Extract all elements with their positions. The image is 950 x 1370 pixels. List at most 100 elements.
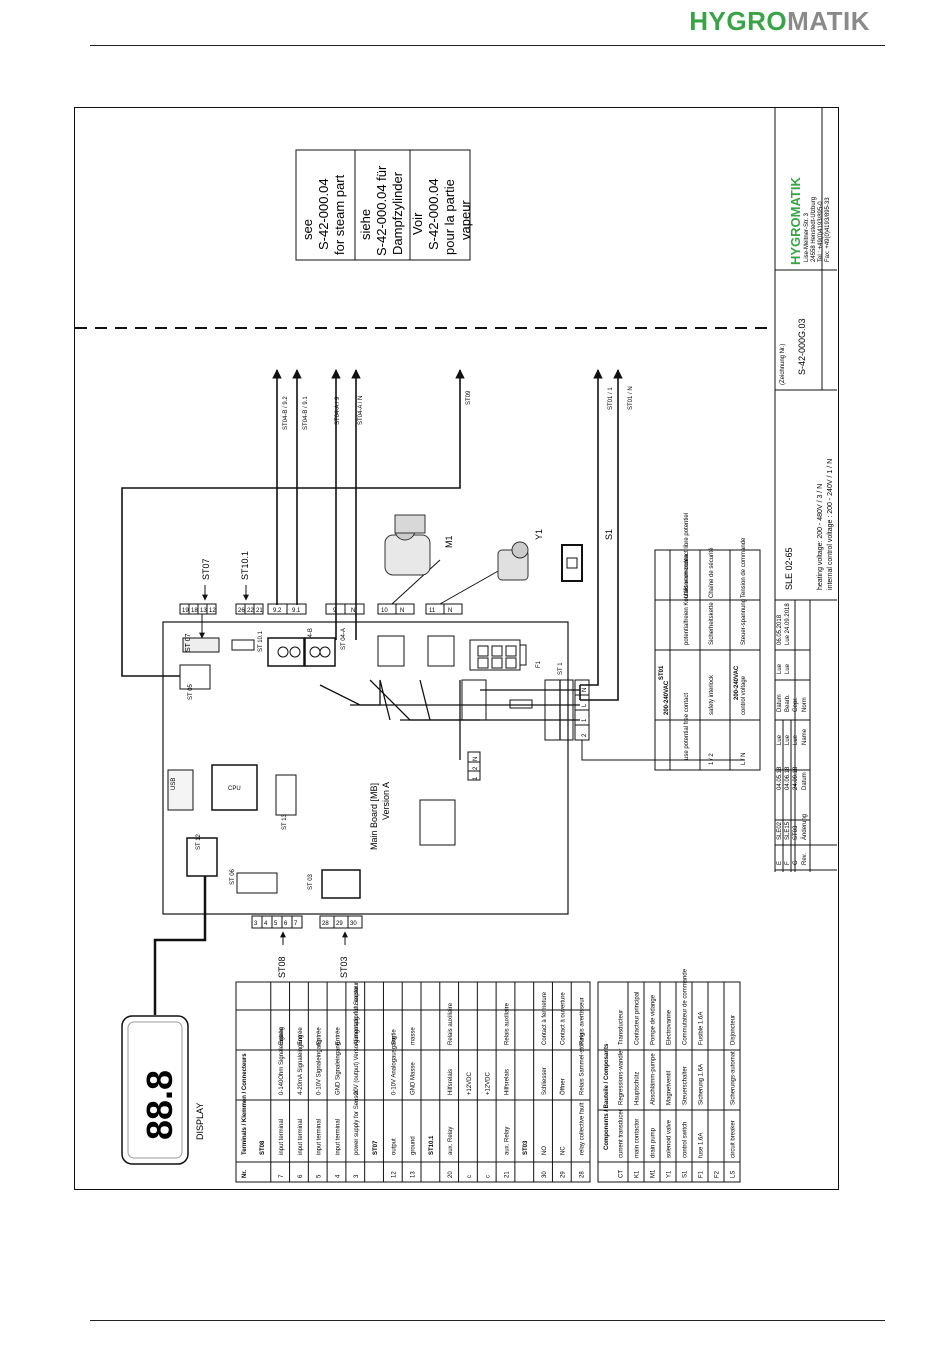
component-fr: Commutateur de commande	[682, 968, 688, 1045]
y1-label: Y1	[534, 529, 544, 540]
terminal-nr: 28	[579, 1171, 585, 1178]
component-en: drain pump	[650, 1127, 656, 1158]
terminal-nr: 3	[354, 1174, 360, 1178]
terminal-de: 0-10V Analogausgang	[392, 1036, 398, 1095]
terminal-de: Hilfsrelais	[448, 1069, 454, 1095]
svg-text:ST 07: ST 07	[185, 633, 192, 652]
terminal-de: +12VDC	[486, 1071, 492, 1095]
wire-bundle	[121, 369, 623, 701]
terminal-fr: masse	[410, 1027, 416, 1045]
component-fr: Pompe de vidange	[650, 994, 656, 1045]
svg-text:use potential free contact: use potential free contact	[684, 693, 690, 760]
terminal-nr: 30	[542, 1171, 548, 1178]
terminals-table-title: Terminals / Klemmen / Connecteurs	[242, 1053, 248, 1155]
st01-terminal: 2 1 L N ST 1	[544, 662, 745, 761]
logo-hygro: HYGRO	[689, 6, 788, 36]
svg-text:L: L	[582, 703, 588, 707]
svg-text:6: 6	[284, 921, 288, 927]
svg-text:10: 10	[381, 608, 388, 614]
terminal-en: input terminal	[298, 1119, 304, 1155]
tb-company: HYGROMATIK	[788, 177, 803, 265]
st13-header	[275, 774, 297, 816]
terminal-fr: Alimentation du capteur	[354, 982, 360, 1045]
svg-text:1: 1	[582, 718, 588, 722]
fuse-f1-label: F1	[536, 660, 542, 668]
terminal-en: relay collective fault	[579, 1102, 585, 1155]
component-de: Hauptschütz	[634, 1072, 640, 1105]
m1-label: M1	[444, 535, 454, 548]
footer-rule	[90, 1320, 885, 1321]
svg-text:Steuer-spannung: Steuer-spannung	[741, 599, 747, 645]
component-nr: LS	[730, 1171, 736, 1178]
svg-text:9.2: 9.2	[273, 608, 282, 614]
terminal-en: ST03	[523, 1140, 529, 1155]
terminal-en: ST07	[373, 1140, 379, 1155]
svg-text:7: 7	[294, 921, 298, 927]
header-rule	[90, 45, 885, 46]
svg-text:5: 5	[274, 921, 278, 927]
tb-heating-voltage: heating voltage: 200 - 480V / 3 / N	[817, 484, 824, 590]
terminal-en: input terminal	[335, 1119, 341, 1155]
svg-text:Lue: Lue	[777, 734, 783, 745]
terminal-nr: 5	[317, 1174, 323, 1178]
terminal-fr: Relais auxiliaire	[448, 1002, 454, 1045]
wire-st04a-n: ST04-A / N	[358, 396, 364, 425]
wire-st04b-91: ST04-B / 9.1	[303, 396, 309, 430]
component-nr: M1	[650, 1169, 656, 1178]
svg-text:potentialfreien Kontakt verwen: potentialfreien Kontakt verwenden	[684, 554, 690, 645]
st05-connector	[179, 664, 211, 690]
terminal-de: Schliesser	[542, 1067, 548, 1095]
terminal-en: input terminal	[279, 1119, 285, 1155]
see-note-text: see S-42-000.04 for steam part siehe S-4…	[300, 165, 473, 256]
terminal-de: Hilfsrelais	[504, 1069, 510, 1095]
terminal-en: aux. Relay	[448, 1127, 454, 1155]
components-table-title: Components / Bauteile / Composants	[604, 1043, 610, 1150]
svg-text:200-240VAC: 200-240VAC	[734, 665, 740, 700]
st07-connector: 19 18 13 12 ST 07	[179, 603, 220, 653]
svg-text:Utiliser un contact libre pote: Utiliser un contact libre potentiel	[684, 513, 690, 598]
tb-drawing-no: S-42-000G.03	[797, 318, 807, 375]
svg-text:Lue 24.09.2018: Lue 24.09.2018	[785, 603, 791, 645]
svg-text:Lue: Lue	[793, 734, 799, 745]
terminal-de: 0-140Ohm Signaleingang	[279, 1027, 285, 1095]
terminal-de: Öffner	[560, 1078, 567, 1095]
terminal-en: ST08	[260, 1140, 266, 1155]
svg-text:see: see	[300, 219, 315, 240]
terminal-de: GND Masse	[410, 1062, 416, 1095]
terminal-de: Relais Sammel-störung	[579, 1033, 585, 1095]
terminal-de: 20V (output) Versorgungsspg. für Sensor	[354, 986, 360, 1095]
svg-text:N: N	[448, 608, 452, 614]
svg-text:Voir: Voir	[410, 212, 425, 235]
terminal-de: 0-10V Signaleingang	[317, 1039, 323, 1095]
st01-table	[654, 549, 761, 771]
tb-addr-2: Tel.: +49(0)4193/895-0	[818, 201, 824, 262]
terminal-de: 4-20mA Signaleingang	[298, 1035, 304, 1095]
revision-table: E F G Rev. SLE02 SLE15 ST03 Änderung 04.…	[777, 603, 808, 865]
terminal-en: NO	[542, 1146, 548, 1155]
drawing-frame	[74, 107, 839, 1190]
terminals-table	[235, 981, 591, 1183]
tb-addr-1: 24558 Henstedt-Ulzburg	[811, 197, 817, 262]
svg-text:N: N	[351, 608, 355, 614]
svg-text:ST 03: ST 03	[308, 873, 314, 890]
svg-text:Bearb.: Bearb.	[785, 694, 791, 712]
svg-text:N: N	[400, 608, 404, 614]
terminal-en: aux. Relay	[504, 1127, 510, 1155]
st07-label: ST07	[201, 558, 211, 580]
component-nr: CT	[618, 1170, 624, 1178]
svg-text:ST 1: ST 1	[558, 662, 564, 675]
svg-text:30: 30	[350, 921, 357, 927]
m1-y1-terminals: 10 N 11 N	[377, 559, 501, 667]
svg-text:28: 28	[322, 921, 329, 927]
svg-text:safety interlock: safety interlock	[709, 674, 715, 715]
title-block	[774, 108, 837, 872]
hygromatik-logo: HYGROMATIK	[689, 6, 870, 37]
cpu-label: CPU	[228, 786, 241, 792]
svg-text:Sicherheitskette: Sicherheitskette	[709, 602, 715, 645]
svg-text:N: N	[473, 757, 479, 761]
display-unit: 88.8	[121, 1015, 189, 1165]
terminal-nr: 4	[335, 1174, 341, 1178]
